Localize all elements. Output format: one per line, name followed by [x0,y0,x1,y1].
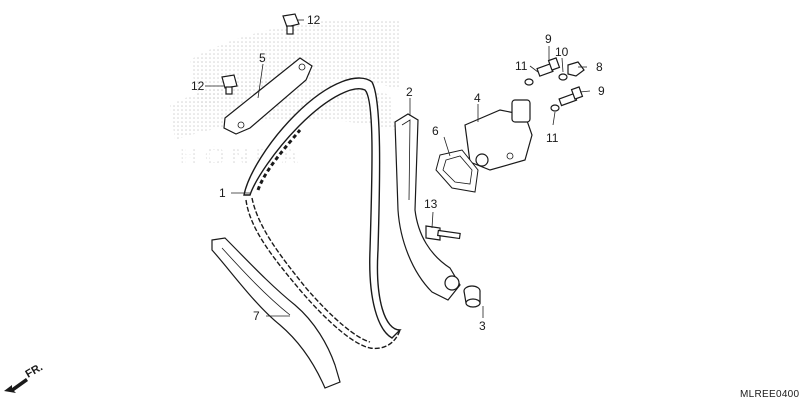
part-12-bolt-left [221,74,238,95]
callout-3: 3 [479,319,486,333]
callout-1: 1 [219,186,226,200]
part-11-washer-lower [550,104,560,112]
watermark-wordmark: HONDA [180,141,305,171]
callout-5: 5 [259,51,266,65]
part-13-bolt [425,225,461,241]
part-12-bolt-upper [282,13,300,35]
callout-12-left: 12 [191,79,205,93]
part-10-washer [558,73,568,81]
part-7-chain-guide [211,237,341,389]
callout-4: 4 [474,91,481,105]
callout-9-upper: 9 [545,32,552,46]
callout-11-lower: 11 [546,131,559,145]
part-4-tensioner-lifter [464,99,533,171]
callout-13: 13 [424,197,438,211]
callout-12-upper: 12 [307,13,321,27]
part-1-cam-chain [243,77,402,350]
callout-2: 2 [406,85,413,99]
part-5-guide-plate [223,57,313,135]
part-9-bolt-lower [558,86,584,107]
callout-7: 7 [253,309,260,323]
callout-11-upper: 11 [515,59,528,73]
part-6-gasket [435,149,479,193]
diagram-code: MLREE0400 [740,389,800,400]
callout-8: 8 [596,60,603,74]
front-direction-indicator: FR. [4,361,45,393]
part-3-collar [463,285,481,308]
leader-lines [205,19,591,318]
callout-6: 6 [432,124,439,138]
part-11-washer-upper [524,78,534,86]
part-8-nut [567,61,585,77]
front-label: FR. [24,361,45,380]
callout-9-lower: 9 [598,84,605,98]
arrow-icon [4,378,28,393]
callout-10: 10 [555,45,569,59]
part-2-tensioner-arm [394,113,461,301]
part-9-bolt-upper [536,57,561,77]
